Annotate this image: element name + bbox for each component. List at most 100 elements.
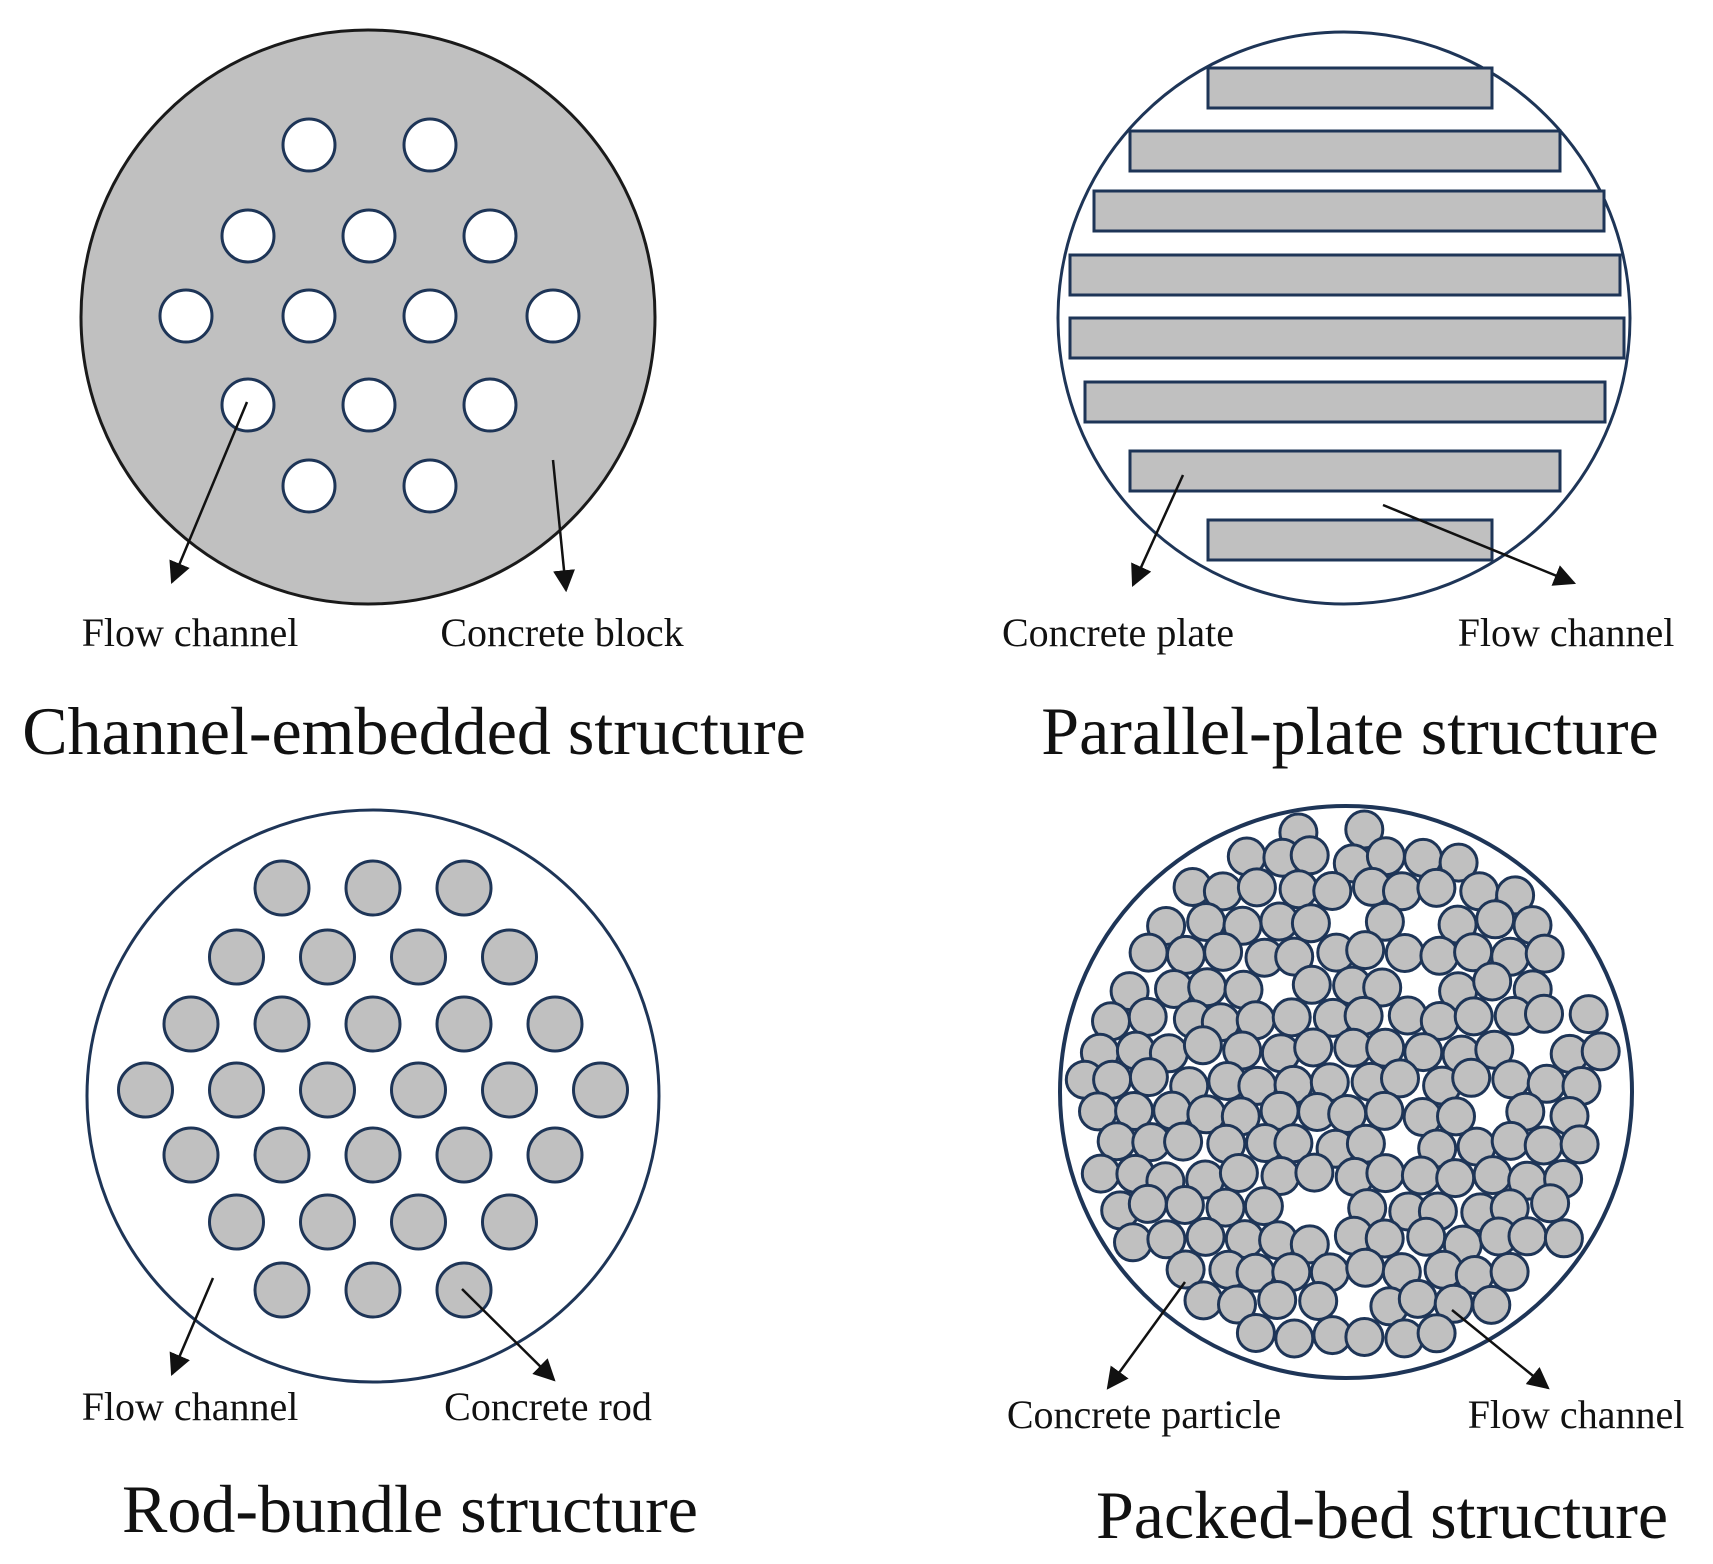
- concrete-particle: [1416, 1313, 1457, 1354]
- concrete-particle: [1419, 935, 1460, 976]
- concrete-rods: [117, 859, 629, 1319]
- concrete-rod: [344, 995, 402, 1053]
- flow-channel-hole: [158, 288, 214, 344]
- concrete-particle: [1435, 1158, 1476, 1199]
- concrete-rod-arrow: [461, 1288, 556, 1382]
- flow-channel-hole: [402, 288, 458, 344]
- flow-channel-arrow: [169, 1277, 215, 1377]
- concrete-rod: [481, 1061, 538, 1119]
- concrete-block-label: Concrete block: [440, 610, 683, 655]
- concrete-particle: [1271, 997, 1312, 1038]
- flow-channel-arrow: [169, 401, 249, 585]
- concrete-rod: [481, 928, 538, 986]
- concrete-particle: [1523, 1125, 1564, 1166]
- concrete-rod: [526, 1126, 584, 1184]
- concrete-particle: [1165, 1249, 1206, 1290]
- concrete-rod: [253, 1126, 311, 1184]
- concrete-rod-label: Concrete rod: [444, 1384, 652, 1429]
- flow-channel-label: Flow channel: [82, 1384, 299, 1429]
- concrete-particle: [1113, 1222, 1153, 1263]
- concrete-particle: [1471, 1284, 1512, 1325]
- concrete-particle: [1472, 961, 1513, 1002]
- concrete-particle: [1217, 1284, 1257, 1325]
- concrete-plate: [1068, 253, 1622, 297]
- concrete-plate: [1092, 189, 1606, 233]
- concrete-particle: [1524, 993, 1564, 1034]
- concrete-rod: [299, 1061, 356, 1119]
- concrete-particle: [1235, 1313, 1276, 1353]
- concrete-particle: [1080, 1153, 1121, 1194]
- concrete-particle: [1183, 1280, 1224, 1321]
- concrete-rod: [344, 1261, 402, 1319]
- concrete-particle: [1291, 964, 1332, 1005]
- concrete-particle: [1543, 1218, 1584, 1259]
- flow-channel-hole: [341, 208, 397, 264]
- concrete-particle: [1298, 1281, 1339, 1321]
- concrete-particle: [1345, 1247, 1386, 1288]
- concrete-rod: [435, 859, 493, 917]
- concrete-block-disc: [79, 28, 657, 606]
- concrete-particle: [1345, 930, 1386, 971]
- concrete-rod: [344, 1126, 402, 1184]
- concrete-plate: [1206, 66, 1494, 110]
- flow-channel-hole: [462, 208, 518, 264]
- concrete-plate: [1128, 449, 1562, 493]
- flow-channel-hole: [281, 288, 337, 344]
- concrete-rod: [390, 1193, 447, 1251]
- flow-channel-hole: [525, 288, 581, 344]
- concrete-plate: [1068, 316, 1626, 360]
- concrete-particle: [1364, 1090, 1405, 1131]
- concrete-particle: [1438, 842, 1479, 883]
- concrete-plate-label: Concrete plate: [1002, 610, 1234, 655]
- concrete-rod: [572, 1061, 629, 1119]
- rod-bundle-panel: Flow channel Concrete rod Rod-bundle str…: [82, 808, 698, 1547]
- concrete-rod: [299, 928, 356, 986]
- concrete-plate: [1206, 518, 1494, 562]
- concrete-particle: [1243, 1186, 1284, 1227]
- concrete-rod: [117, 1061, 174, 1119]
- concrete-plate: [1128, 129, 1562, 173]
- concrete-particle: [1559, 1124, 1600, 1165]
- concrete-particle: [1397, 1278, 1438, 1319]
- concrete-rod: [208, 928, 265, 986]
- flow-channel-hole: [402, 117, 458, 173]
- concrete-particle: [1474, 1029, 1515, 1070]
- concrete-particle: [1257, 1280, 1298, 1320]
- concrete-particle: [1406, 1216, 1447, 1257]
- concrete-particle: [1290, 903, 1331, 944]
- flow-channel-label: Flow channel: [1468, 1392, 1685, 1437]
- concrete-particle: [1489, 1251, 1530, 1292]
- concrete-plate: [1083, 380, 1607, 424]
- concrete-particle: [1128, 932, 1169, 973]
- concrete-particle: [1384, 933, 1425, 973]
- concrete-particle: [1278, 869, 1319, 910]
- concrete-particle: [1274, 1318, 1315, 1359]
- concrete-particle: [1146, 1219, 1187, 1260]
- concrete-particle: [1127, 1183, 1168, 1224]
- rod-bundle-title: Rod-bundle structure: [122, 1471, 698, 1547]
- flow-channel-hole: [402, 458, 458, 514]
- concrete-particle: [1344, 1317, 1385, 1357]
- concrete-particle: [1400, 1155, 1441, 1196]
- concrete-particle: [1203, 931, 1244, 972]
- concrete-particle: [1128, 1057, 1169, 1098]
- concrete-particle: [1182, 1025, 1223, 1066]
- concrete-particle: [1524, 933, 1565, 974]
- concrete-rod: [253, 995, 311, 1053]
- parallel-plate-panel: Concrete plate Flow channel Parallel-pla…: [1002, 30, 1675, 769]
- concrete-rod: [208, 1193, 265, 1251]
- flow-channel-label: Flow channel: [1458, 610, 1675, 655]
- concrete-particle: [1294, 1152, 1335, 1193]
- concrete-rod: [162, 1126, 220, 1184]
- concrete-rod: [390, 928, 447, 986]
- flow-channel-hole: [341, 377, 397, 433]
- concrete-particle: [1436, 1096, 1476, 1137]
- concrete-particle: [1236, 867, 1277, 908]
- flow-channel-hole: [281, 458, 337, 514]
- concrete-particle: [1365, 1153, 1406, 1194]
- concrete-particle: [1530, 1183, 1571, 1224]
- concrete-rod: [390, 1061, 447, 1119]
- concrete-particle: [1362, 967, 1403, 1008]
- concrete-rod: [435, 1126, 493, 1184]
